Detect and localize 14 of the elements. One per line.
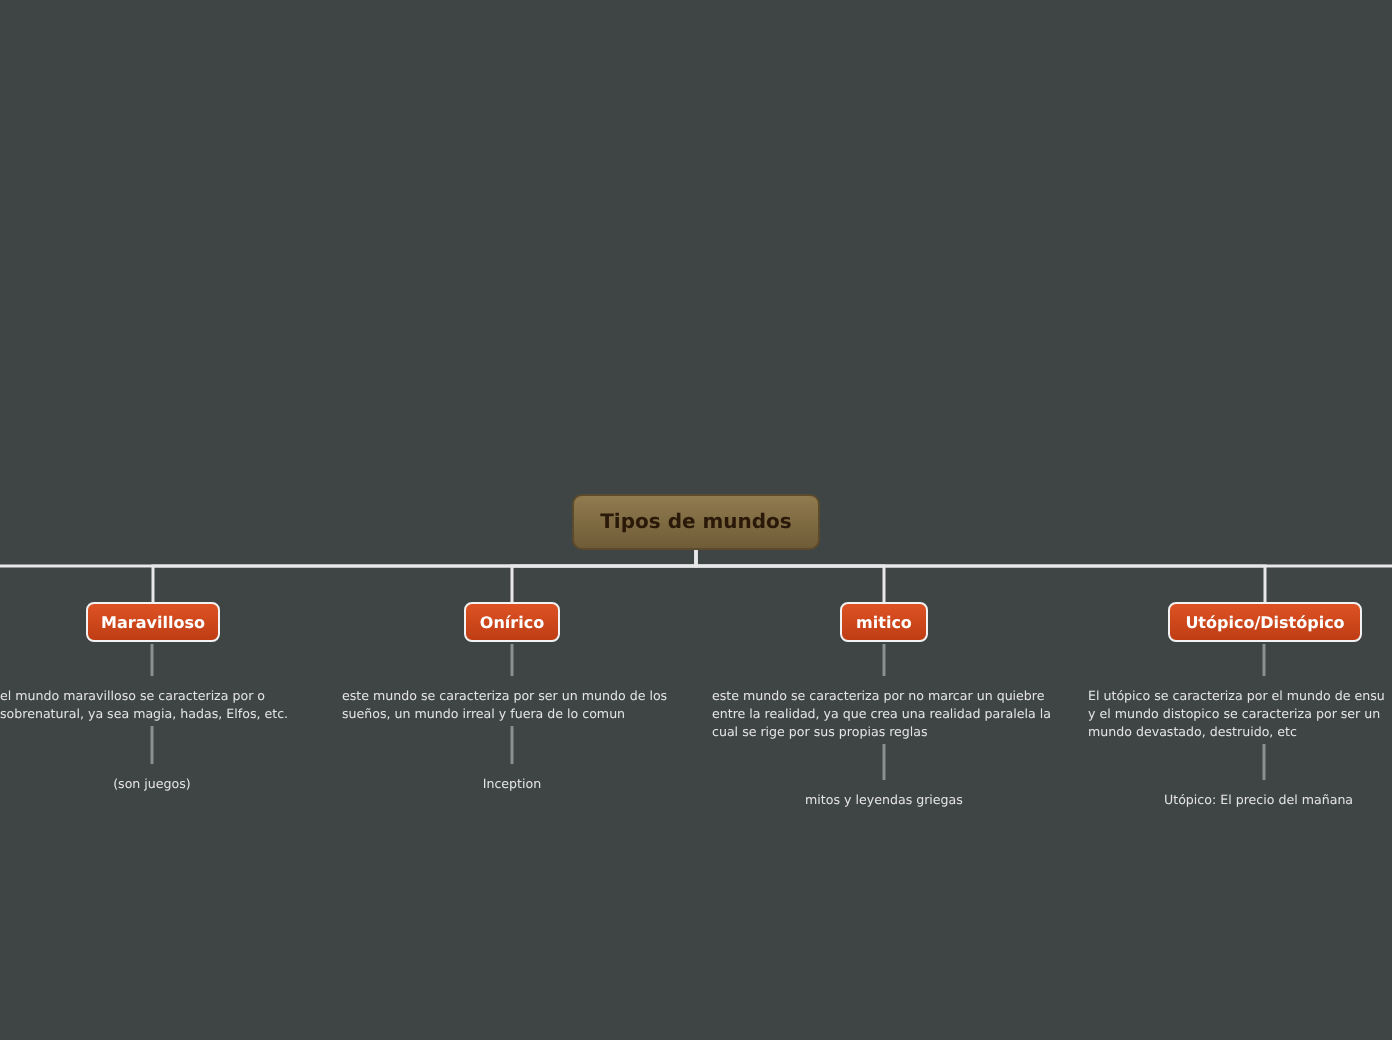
connector-line [1262,744,1266,780]
topic-box: mitico [840,602,928,642]
root-topic: Tipos de mundos [572,494,820,550]
connector-line [510,644,514,676]
topic-box: Utópico/Distópico [1168,602,1362,642]
topic-box: Maravilloso [86,602,220,642]
connector-line [882,644,886,676]
connector-line [694,550,1267,602]
connector-line [150,726,154,764]
connector-line [510,726,514,764]
topic-box: Onírico [464,602,560,642]
connector-line [1262,644,1266,676]
connector-line [150,644,154,676]
connector-line [882,744,886,780]
